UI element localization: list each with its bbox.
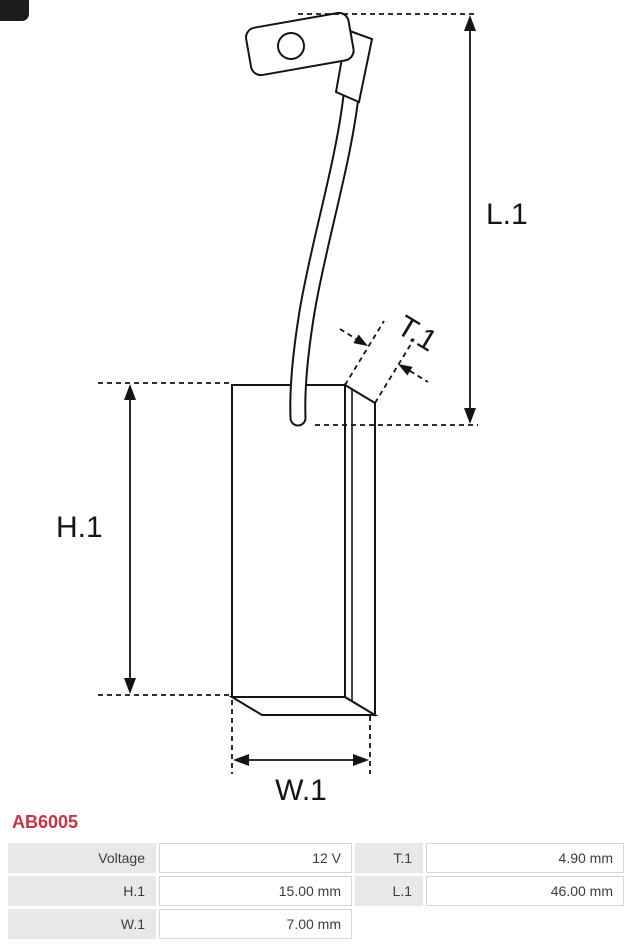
dim-label-t1: T.1 xyxy=(391,309,442,358)
dim-label-l1: L.1 xyxy=(486,198,528,231)
spec-empty-label xyxy=(355,909,423,939)
dim-w1-arrow-left xyxy=(233,754,249,766)
spec-value-voltage: 12 V xyxy=(159,843,352,873)
dim-label-w1: W.1 xyxy=(275,774,327,807)
spec-label-w1: W.1 xyxy=(8,909,156,939)
spec-value-h1: 15.00 mm xyxy=(159,876,352,906)
spec-label-voltage: Voltage xyxy=(8,843,156,873)
dim-t1-arrow-left xyxy=(353,334,368,346)
spec-table: Voltage 12 V T.1 4.90 mm H.1 15.00 mm L.… xyxy=(8,843,624,939)
dim-w1-arrow-right xyxy=(353,754,369,766)
brush-side-face xyxy=(344,383,376,717)
terminal-hole xyxy=(277,32,305,60)
dimension-h1: H.1 xyxy=(56,382,230,696)
spec-value-t1: 4.90 mm xyxy=(426,843,624,873)
dim-h1-arrow-top xyxy=(124,384,136,400)
dim-t1-ext-front xyxy=(344,320,385,386)
lead-wire xyxy=(289,87,360,427)
technical-drawing: L.1 H.1 W.1 T.1 xyxy=(56,11,528,807)
wire-fill xyxy=(291,89,358,425)
dim-t1-tail-left xyxy=(339,328,357,340)
spec-label-h1: H.1 xyxy=(8,876,156,906)
brush-body xyxy=(228,383,379,717)
dimension-l1: L.1 xyxy=(298,13,528,426)
spec-value-w1: 7.00 mm xyxy=(159,909,352,939)
terminal-connector xyxy=(245,11,374,104)
dim-label-h1: H.1 xyxy=(56,511,103,544)
dim-l1-arrow-top xyxy=(464,15,476,31)
dim-l1-arrow-bottom xyxy=(464,408,476,424)
part-number: AB6005 xyxy=(12,812,79,832)
spec-label-l1: L.1 xyxy=(355,876,423,906)
dim-t1-arrow-right xyxy=(398,364,413,376)
dimension-t1: T.1 xyxy=(339,309,443,404)
spec-value-l1: 46.00 mm xyxy=(426,876,624,906)
spec-empty-value xyxy=(426,909,624,939)
brand-logo xyxy=(0,0,29,21)
dim-t1-tail-right xyxy=(409,370,429,383)
dimension-w1: W.1 xyxy=(231,700,371,807)
spec-label-t1: T.1 xyxy=(355,843,423,873)
dim-t1-ext-back xyxy=(374,338,415,404)
brush-front-face xyxy=(231,384,346,698)
dim-h1-arrow-bottom xyxy=(124,678,136,694)
